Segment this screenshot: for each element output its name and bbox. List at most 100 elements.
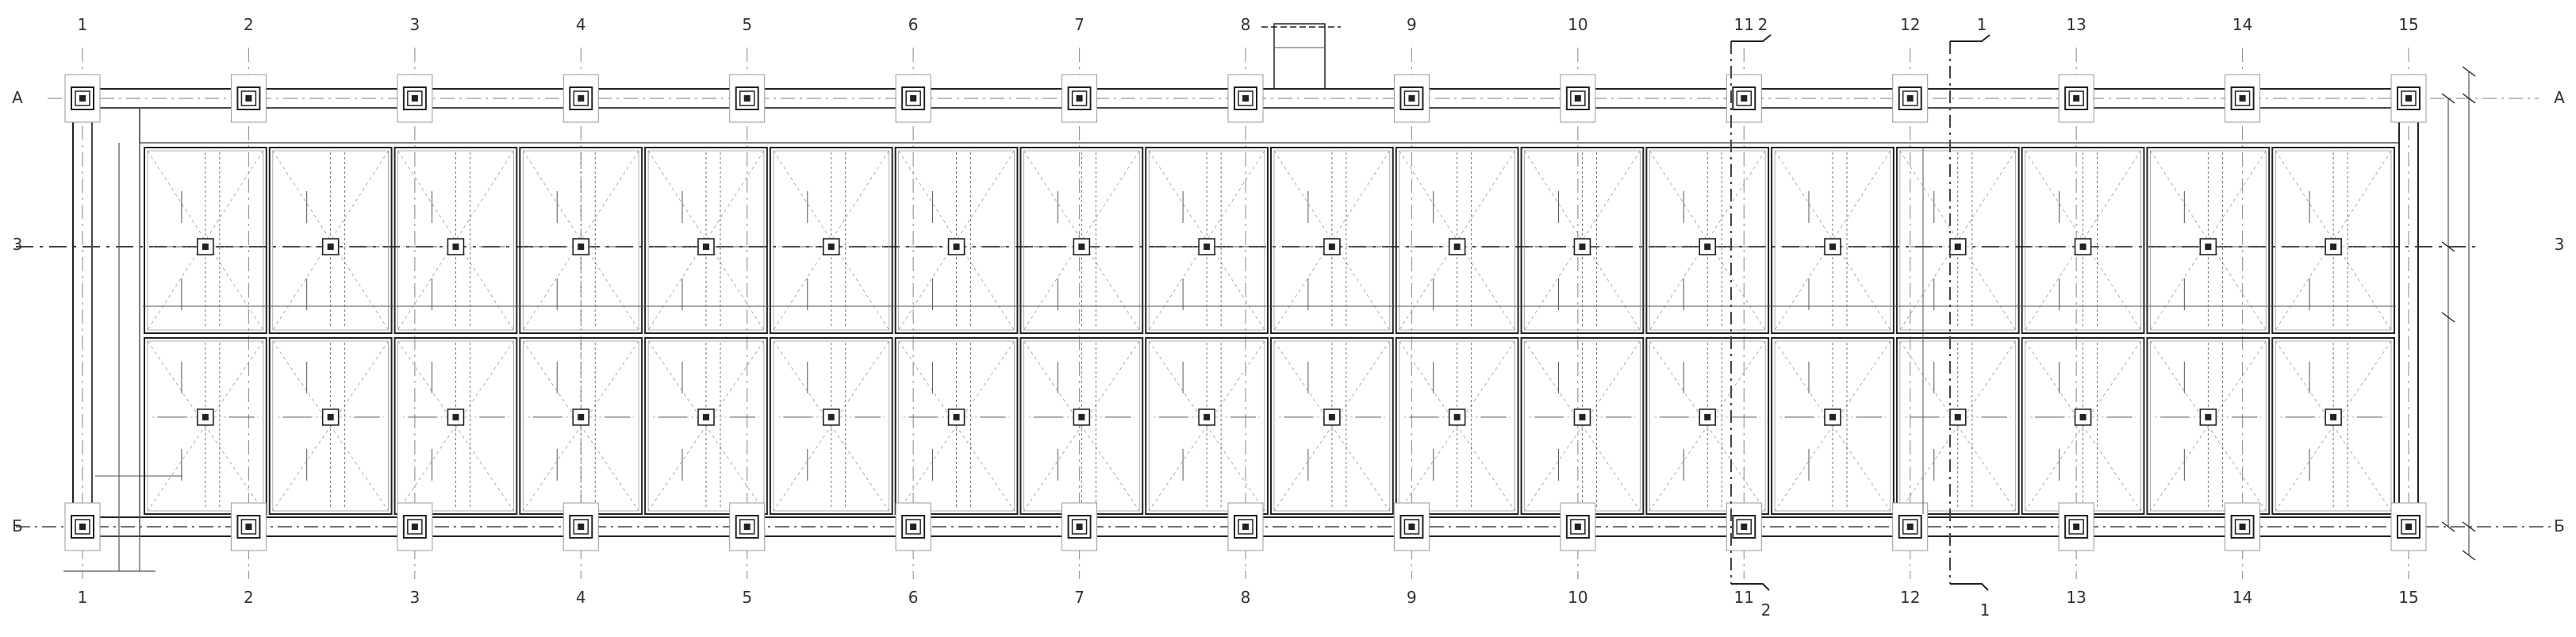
column-core xyxy=(1741,524,1748,530)
column-b-8 xyxy=(1227,502,1264,551)
bay-pad-core xyxy=(703,413,709,420)
bay-r2-8 xyxy=(1019,337,1144,515)
axis-label-top: 4 xyxy=(576,15,586,34)
bay-outline xyxy=(1771,147,1895,334)
bay-pad-core xyxy=(703,244,709,250)
bay-diagonal xyxy=(147,150,264,331)
column-mid xyxy=(240,90,257,106)
bay-pad-core xyxy=(202,244,209,250)
axis-label-bottom: 13 xyxy=(2066,588,2086,607)
column-core xyxy=(1242,524,1249,530)
bay-diagonal xyxy=(1774,150,1891,331)
column-mid xyxy=(573,519,589,535)
bay-outline xyxy=(519,147,643,334)
column-a-4 xyxy=(562,74,599,123)
dim-tick-inner xyxy=(2441,521,2455,532)
bay-pad-core xyxy=(1829,413,1836,420)
column-a-1 xyxy=(64,74,101,123)
column-mid xyxy=(1403,519,1420,535)
bay-pad-core xyxy=(1204,244,1211,250)
column-a-6 xyxy=(895,74,931,123)
section-arrow-top xyxy=(1731,34,1772,42)
column-a-2 xyxy=(230,74,267,123)
bay-outline xyxy=(394,337,518,515)
section-label-bottom: 1 xyxy=(1980,601,1991,620)
bay-outline xyxy=(644,147,768,334)
axis-label-bottom: 6 xyxy=(908,588,919,607)
bay-r1-10 xyxy=(1270,147,1394,334)
axis-label-top: 10 xyxy=(1568,15,1587,34)
bay-diagonal xyxy=(1273,150,1391,331)
axis-label-bottom: 11 xyxy=(1734,588,1754,607)
bay-r2-11 xyxy=(1395,337,1519,515)
bay-pad-core xyxy=(827,413,835,420)
column-b-3 xyxy=(397,502,433,551)
column-mid xyxy=(573,90,589,106)
column-core xyxy=(2073,524,2080,530)
bay-diagonal xyxy=(522,150,639,331)
bay-outline xyxy=(769,337,893,515)
bay-inner xyxy=(2275,340,2392,512)
dim-tick-inner xyxy=(2441,93,2455,104)
column-mid xyxy=(2234,90,2251,106)
bay-inner xyxy=(898,340,1015,512)
column-a-3 xyxy=(397,74,433,123)
column-core xyxy=(1076,524,1083,530)
column-core xyxy=(1408,524,1415,530)
column-core xyxy=(1076,95,1083,102)
column-b-6 xyxy=(895,502,931,551)
bay-outline xyxy=(268,147,393,334)
dim-tick-inner xyxy=(2441,312,2455,323)
columns xyxy=(64,74,2427,551)
column-a-10 xyxy=(1560,74,1596,123)
column-a-9 xyxy=(1393,74,1430,123)
bay-outline xyxy=(1520,147,1645,334)
bay-diagonal xyxy=(397,150,514,331)
bay-outline xyxy=(644,337,768,515)
bay-pad-core xyxy=(1954,244,1961,250)
bay-inner xyxy=(2150,340,2267,512)
column-mid xyxy=(240,519,257,535)
bay-r1-18 xyxy=(2271,147,2395,334)
column-b-14 xyxy=(2225,502,2261,551)
bay-pad-core xyxy=(1078,244,1085,250)
bay-diagonal xyxy=(1399,150,1515,331)
bay-diagonal xyxy=(2275,150,2392,331)
bay-inner xyxy=(1899,340,2017,512)
column-b-15 xyxy=(2390,502,2427,551)
dim-tick-outer xyxy=(2462,521,2476,532)
bay-pad-core xyxy=(1453,244,1461,250)
column-core xyxy=(1741,95,1748,102)
bay-outline xyxy=(1645,337,1770,515)
bay-outline xyxy=(2146,337,2271,515)
axis-label-bottom: 7 xyxy=(1074,588,1085,607)
bay-inner xyxy=(1023,150,1140,331)
bay-r1-8 xyxy=(1019,147,1144,334)
bay-diagonal xyxy=(773,150,890,331)
bay-inner xyxy=(1649,150,1766,331)
axis-label-left: A xyxy=(12,88,23,107)
axis-label-bottom: 5 xyxy=(742,588,752,607)
column-mid xyxy=(739,90,755,106)
bay-diagonal xyxy=(898,150,1015,331)
column-core xyxy=(1906,95,1914,102)
bay-outline xyxy=(1019,147,1144,334)
bay-pad-core xyxy=(1328,244,1335,250)
bay-inner xyxy=(1148,340,1265,512)
column-core xyxy=(1242,95,1249,102)
bay-outline xyxy=(2146,147,2271,334)
bay-inner xyxy=(647,150,765,331)
axis-label-bottom: 4 xyxy=(576,588,586,607)
axis-label-top: 5 xyxy=(742,15,752,34)
bay-r2-15 xyxy=(1895,337,2020,515)
section-arrow-bottom xyxy=(1731,583,1770,591)
bay-diagonal xyxy=(647,150,765,331)
section-label-bottom: 2 xyxy=(1761,601,1772,620)
axis-label-right: Б xyxy=(2554,516,2565,535)
column-core xyxy=(411,524,418,530)
bay-inner xyxy=(1273,340,1391,512)
axis-label-bottom: 14 xyxy=(2232,588,2252,607)
bay-inner xyxy=(272,340,389,512)
